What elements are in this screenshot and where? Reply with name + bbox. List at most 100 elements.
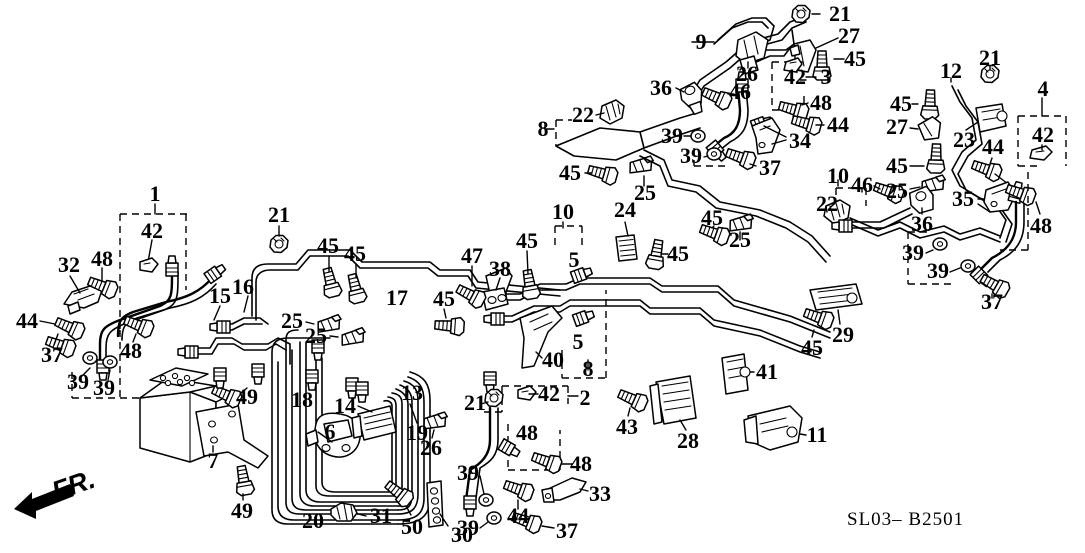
callout-21b[interactable]: 21: [979, 45, 1001, 70]
callout-45j[interactable]: 45: [433, 286, 455, 311]
callout-21[interactable]: 21: [829, 1, 851, 26]
callout-22b[interactable]: 22: [816, 191, 838, 216]
callout-36b[interactable]: 36: [911, 211, 933, 236]
callout-5b[interactable]: 5: [572, 329, 584, 354]
callout-3[interactable]: 3: [820, 64, 832, 89]
callout-33[interactable]: 33: [589, 481, 611, 506]
callout-21d[interactable]: 21: [464, 390, 486, 415]
callout-25c[interactable]: 25: [729, 227, 751, 252]
callout-45f[interactable]: 45: [317, 233, 339, 258]
callout-47[interactable]: 47: [461, 243, 483, 268]
callout-27[interactable]: 27: [838, 23, 860, 48]
callout-45h[interactable]: 45: [667, 241, 689, 266]
callout-8b[interactable]: 8: [582, 356, 594, 381]
callout-50[interactable]: 50: [401, 514, 423, 539]
callout-46b[interactable]: 46: [851, 172, 873, 197]
callout-10a[interactable]: 10: [827, 163, 849, 188]
callout-39a[interactable]: 39: [661, 123, 683, 148]
callout-4[interactable]: 4: [1037, 76, 1049, 101]
callout-39b[interactable]: 39: [680, 143, 702, 168]
callout-20[interactable]: 20: [302, 508, 324, 533]
callout-10b[interactable]: 10: [552, 199, 574, 224]
callout-45i[interactable]: 45: [516, 228, 538, 253]
callout-21c[interactable]: 21: [268, 202, 290, 227]
callout-25a[interactable]: 25: [886, 178, 908, 203]
callout-1[interactable]: 1: [149, 181, 161, 206]
callout-44c[interactable]: 44: [16, 308, 38, 333]
callout-42d[interactable]: 42: [538, 381, 560, 406]
callout-48f[interactable]: 48: [570, 451, 592, 476]
callout-29[interactable]: 29: [832, 322, 854, 347]
callout-16[interactable]: 16: [232, 274, 254, 299]
callout-37d[interactable]: 37: [556, 518, 578, 543]
callout-26b[interactable]: 26: [420, 435, 442, 460]
callout-44b[interactable]: 44: [982, 134, 1004, 159]
callout-37b[interactable]: 37: [981, 289, 1003, 314]
callout-42a[interactable]: 42: [784, 64, 806, 89]
callout-23[interactable]: 23: [953, 127, 975, 152]
callout-22[interactable]: 22: [572, 102, 594, 127]
callout-39h[interactable]: 39: [457, 515, 479, 540]
callout-45k[interactable]: 45: [801, 335, 823, 360]
callout-45e[interactable]: 45: [701, 205, 723, 230]
callout-48c[interactable]: 48: [91, 246, 113, 271]
callout-39c[interactable]: 39: [902, 240, 924, 265]
callout-42b[interactable]: 42: [1032, 122, 1054, 147]
callout-37c[interactable]: 37: [41, 342, 63, 367]
callout-40[interactable]: 40: [542, 347, 564, 372]
callout-45g[interactable]: 45: [344, 241, 366, 266]
callout-25b[interactable]: 25: [634, 180, 656, 205]
callout-45d[interactable]: 45: [559, 160, 581, 185]
bracket-33: [541, 477, 587, 503]
callout-39d[interactable]: 39: [927, 258, 949, 283]
callout-6[interactable]: 6: [324, 419, 336, 444]
callout-39f[interactable]: 39: [93, 375, 115, 400]
callout-31[interactable]: 31: [370, 503, 392, 528]
callout-5a[interactable]: 5: [568, 247, 580, 272]
callout-48b[interactable]: 48: [1030, 213, 1052, 238]
callout-45[interactable]: 45: [844, 46, 866, 71]
callout-8[interactable]: 8: [537, 116, 549, 141]
callout-41[interactable]: 41: [756, 359, 778, 384]
callout-48e[interactable]: 48: [516, 420, 538, 445]
callout-36[interactable]: 36: [650, 75, 672, 100]
callout-34[interactable]: 34: [789, 128, 811, 153]
callout-39g[interactable]: 39: [457, 460, 479, 485]
callout-45c[interactable]: 45: [886, 153, 908, 178]
callout-25e[interactable]: 25: [305, 323, 327, 348]
callout-39e[interactable]: 39: [67, 369, 89, 394]
callout-37a[interactable]: 37: [759, 155, 781, 180]
callout-27b[interactable]: 27: [886, 114, 908, 139]
callout-28[interactable]: 28: [677, 428, 699, 453]
callout-13[interactable]: 13: [401, 380, 423, 405]
callout-49b[interactable]: 49: [231, 498, 253, 523]
callout-48a[interactable]: 48: [810, 90, 832, 115]
callout-11[interactable]: 11: [806, 422, 828, 447]
callout-9[interactable]: 9: [695, 29, 707, 54]
callout-26[interactable]: 26: [736, 61, 758, 86]
diagram-code: SL03– B2501: [847, 509, 965, 530]
callout-32[interactable]: 32: [58, 252, 80, 277]
callout-42c[interactable]: 42: [141, 218, 163, 243]
callout-17[interactable]: 17: [386, 285, 408, 310]
callout-38[interactable]: 38: [489, 256, 511, 281]
callout-18[interactable]: 18: [291, 387, 313, 412]
callout-45b[interactable]: 45: [890, 91, 912, 116]
bracket-34: [751, 117, 781, 155]
callout-48d[interactable]: 48: [120, 338, 142, 363]
callout-19[interactable]: 19: [406, 420, 428, 445]
callout-35[interactable]: 35: [952, 186, 974, 211]
callout-30[interactable]: 30: [451, 522, 473, 547]
callout-49a[interactable]: 49: [236, 384, 258, 409]
callout-25d[interactable]: 25: [281, 308, 303, 333]
callout-44a[interactable]: 44: [827, 112, 849, 137]
callout-44d[interactable]: 44: [507, 503, 529, 528]
callout-15[interactable]: 15: [209, 283, 231, 308]
callout-2[interactable]: 2: [579, 385, 591, 410]
callout-14[interactable]: 14: [334, 393, 356, 418]
callout-43[interactable]: 43: [616, 414, 638, 439]
callout-24[interactable]: 24: [614, 197, 636, 222]
callout-46[interactable]: 46: [729, 79, 751, 104]
callout-12[interactable]: 12: [940, 58, 962, 83]
callout-7[interactable]: 7: [207, 448, 219, 473]
